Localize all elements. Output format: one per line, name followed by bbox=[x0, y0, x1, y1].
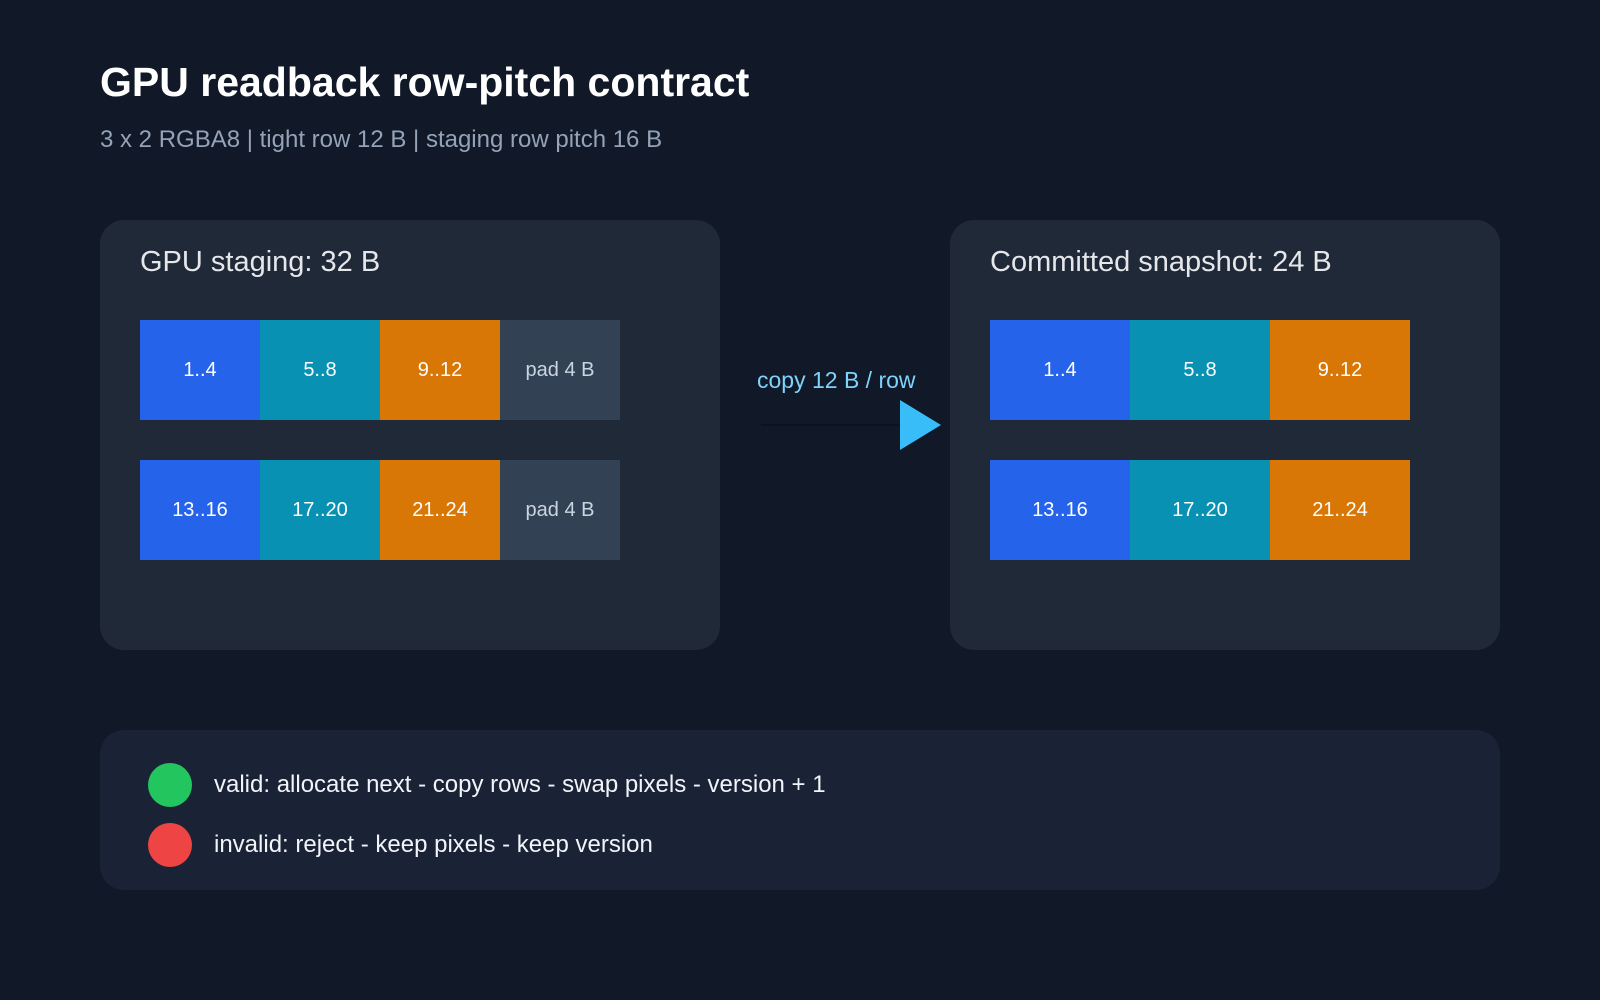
legend-item-valid: valid: allocate next - copy rows - swap … bbox=[148, 763, 826, 807]
snapshot-cell: 5..8 bbox=[1130, 320, 1270, 420]
staging-panel: GPU staging: 32 B 1..4 5..8 9..12 pad 4 … bbox=[100, 220, 720, 650]
snapshot-cell: 13..16 bbox=[990, 460, 1130, 560]
staging-cell: 13..16 bbox=[140, 460, 260, 560]
staging-cell: 5..8 bbox=[260, 320, 380, 420]
legend-panel: valid: allocate next - copy rows - swap … bbox=[100, 730, 1500, 890]
staging-cell: 17..20 bbox=[260, 460, 380, 560]
snapshot-title: Committed snapshot: 24 B bbox=[990, 246, 1332, 278]
snapshot-panel: Committed snapshot: 24 B 1..4 5..8 9..12… bbox=[950, 220, 1500, 650]
page-title: GPU readback row-pitch contract bbox=[100, 59, 750, 105]
copy-arrow-icon bbox=[761, 400, 941, 450]
staging-title: GPU staging: 32 B bbox=[140, 246, 381, 278]
legend-item-invalid: invalid: reject - keep pixels - keep ver… bbox=[148, 823, 653, 867]
staging-cell: 9..12 bbox=[380, 320, 500, 420]
staging-padding-cell: pad 4 B bbox=[500, 320, 620, 420]
copy-label: copy 12 B / row bbox=[757, 367, 916, 393]
snapshot-cell: 9..12 bbox=[1270, 320, 1410, 420]
staging-row-0: 1..4 5..8 9..12 pad 4 B bbox=[140, 320, 620, 420]
legend-invalid-text: invalid: reject - keep pixels - keep ver… bbox=[214, 831, 653, 858]
page-subtitle: 3 x 2 RGBA8 | tight row 12 B | staging r… bbox=[100, 126, 663, 153]
staging-row-1: 13..16 17..20 21..24 pad 4 B bbox=[140, 460, 620, 560]
snapshot-cell: 1..4 bbox=[990, 320, 1130, 420]
snapshot-row-0: 1..4 5..8 9..12 bbox=[990, 320, 1410, 420]
valid-status-dot-icon bbox=[148, 763, 192, 807]
legend-valid-text: valid: allocate next - copy rows - swap … bbox=[214, 771, 826, 798]
staging-cell: 1..4 bbox=[140, 320, 260, 420]
invalid-status-dot-icon bbox=[148, 823, 192, 867]
snapshot-row-1: 13..16 17..20 21..24 bbox=[990, 460, 1410, 560]
snapshot-cell: 17..20 bbox=[1130, 460, 1270, 560]
staging-cell: 21..24 bbox=[380, 460, 500, 560]
snapshot-cell: 21..24 bbox=[1270, 460, 1410, 560]
staging-padding-cell: pad 4 B bbox=[500, 460, 620, 560]
